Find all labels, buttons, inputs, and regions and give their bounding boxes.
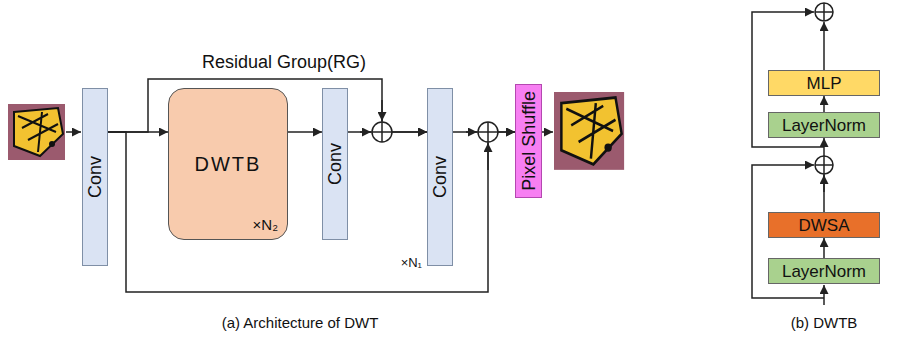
flow-arrow [823,96,825,112]
subfigure-caption: (b) DWTB [791,314,858,332]
mlp-box: MLP [768,70,880,96]
flow-arrow [823,238,825,258]
input-arrow [66,131,81,133]
sum-arrowhead [487,143,489,170]
repeat-count: ×N₂ [253,217,278,232]
input-image [8,104,65,160]
sum-arrowhead [381,100,383,121]
box-label: Conv [86,156,104,198]
layernorm-box: LayerNorm [768,112,880,138]
sum-arrowhead [823,175,825,192]
flow-arrow [823,138,825,212]
conv-box: Conv [427,88,453,266]
residual-group: Residual Group(RG) ×N₁ DWTB ×N₂ Conv [138,48,430,274]
box-label: Conv [326,143,344,185]
input-stub [823,285,825,305]
box-label: DWTB [195,154,262,174]
repeat-count: ×N₁ [401,256,422,269]
sum-arrowhead [466,131,477,133]
conv-box: Conv [322,88,348,240]
conv-box: Conv [82,88,108,266]
mlp-out-arrow [823,22,825,70]
subfigure-caption: (a) Architecture of DWT [222,314,379,332]
group-band-shape [138,48,430,274]
sum-circle [815,3,833,21]
box-label: MLP [807,75,842,92]
block-box: DWTB ×N₂ [168,88,288,240]
output-arrow [542,131,553,133]
box-label: Pixel Shuffle [520,91,538,191]
flow-arrow [288,131,322,133]
box-label: DWSA [799,217,850,234]
box-label: Residual Group(RG) [138,52,430,73]
sum-circle [372,122,392,142]
box-label: Conv [431,156,449,198]
sum-circle [815,156,833,174]
sum-circle [478,122,498,142]
pixel-shuffle-box: Pixel Shuffle [515,84,542,198]
sum-arrowhead [360,131,371,133]
attention-box: DWSA [768,212,880,238]
output-image [554,92,624,170]
box-label: LayerNorm [782,263,866,280]
layernorm-box: LayerNorm [768,258,880,284]
box-label: LayerNorm [782,117,866,134]
